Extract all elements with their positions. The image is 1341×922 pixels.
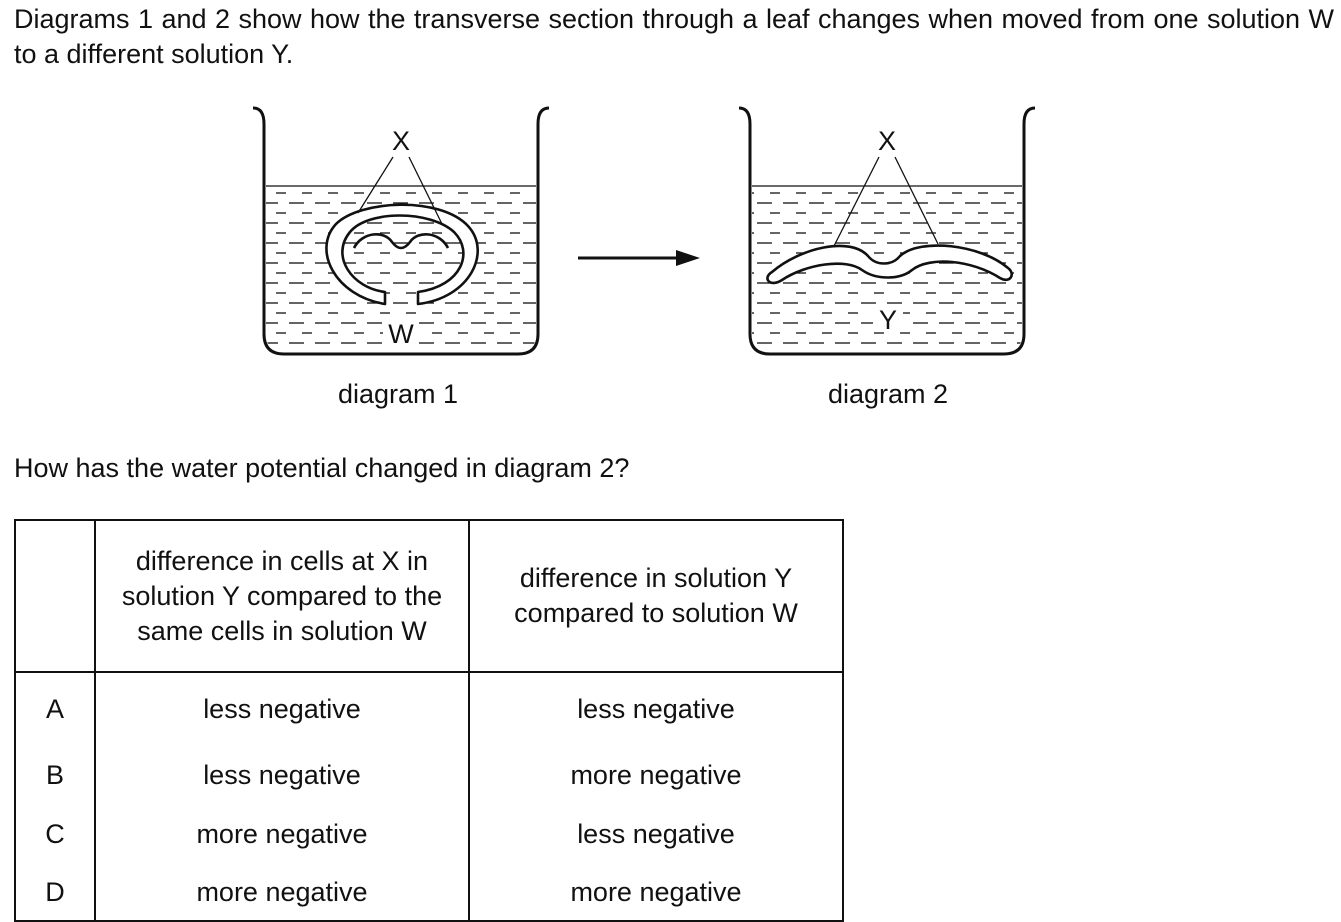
diagram-figure: X W diagram 1 X Y diagram 2 <box>252 106 1036 409</box>
beaker-1 <box>252 106 550 356</box>
intro-text: Diagrams 1 and 2 show how the transverse… <box>14 4 1334 69</box>
cells-x-value: more negative <box>94 805 470 864</box>
header-cells-x: difference in cells at X in solution Y c… <box>94 519 470 673</box>
leaf-section-curled <box>325 203 479 306</box>
header-option <box>14 519 96 673</box>
diagram-1-caption: diagram 1 <box>338 379 458 409</box>
option-letter: B <box>14 746 96 805</box>
option-letter: A <box>14 672 96 746</box>
answer-table: difference in cells at X in solution Y c… <box>14 519 844 922</box>
pointer-label-x-1: X <box>392 126 410 156</box>
pointer-x-left-2 <box>833 156 880 247</box>
solution-y-value: less negative <box>468 805 844 864</box>
pointer-x-right-2 <box>894 156 939 245</box>
solution-label-y: Y <box>879 305 897 335</box>
table-row[interactable]: A less negative less negative <box>14 672 844 746</box>
header-solution-y-text: difference in solution Y compared to sol… <box>514 563 798 628</box>
option-letter: C <box>14 805 96 864</box>
option-letter: D <box>14 864 96 922</box>
diagram-2: X Y diagram 2 <box>738 106 1036 409</box>
table-row[interactable]: C more negative less negative <box>14 805 844 864</box>
pointer-label-x-2: X <box>878 126 896 156</box>
cells-x-value: less negative <box>94 746 470 805</box>
question-text: How has the water potential changed in d… <box>14 453 630 483</box>
table-row[interactable]: D more negative more negative <box>14 864 844 922</box>
diagram-2-caption: diagram 2 <box>828 379 948 409</box>
cells-x-value: more negative <box>94 864 470 922</box>
leaf-inner-curve <box>352 233 450 250</box>
solution-y-value: less negative <box>468 672 844 746</box>
header-solution-y: difference in solution Y compared to sol… <box>468 519 844 673</box>
pointer-x-left-1 <box>357 156 394 214</box>
pointer-x-right-1 <box>408 156 443 225</box>
diagram-1: X W diagram 1 <box>252 106 550 409</box>
transfer-arrow <box>578 250 700 266</box>
table-row[interactable]: B less negative more negative <box>14 746 844 805</box>
header-cells-x-text: difference in cells at X in solution Y c… <box>121 545 443 646</box>
solution-label-w: W <box>388 319 414 349</box>
beaker-2 <box>738 106 1036 356</box>
solution-y-value: more negative <box>468 746 844 805</box>
cells-x-value: less negative <box>94 672 470 746</box>
table-header-row: difference in cells at X in solution Y c… <box>14 519 844 673</box>
solution-y-value: more negative <box>468 864 844 922</box>
leaf-section-flat <box>766 244 1013 285</box>
